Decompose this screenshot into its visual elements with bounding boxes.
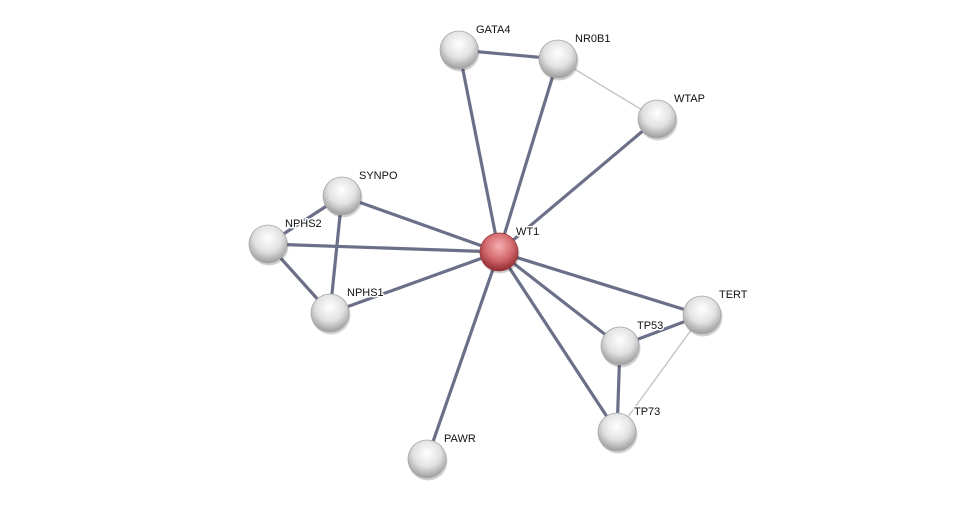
node-wtap[interactable]: WTAP xyxy=(637,92,706,141)
edge-synpo-wt1[interactable] xyxy=(341,194,500,254)
node-label: NR0B1 xyxy=(575,33,610,45)
node-tp53[interactable]: TP53 xyxy=(600,319,665,368)
node-bubble[interactable] xyxy=(479,232,519,272)
edge-tert-wt1[interactable] xyxy=(498,250,703,317)
node-gata4[interactable]: GATA4 xyxy=(439,23,512,72)
node-label: TP73 xyxy=(634,406,660,418)
node-bubble[interactable] xyxy=(600,326,640,366)
edge-nr0b1-wt1[interactable] xyxy=(497,58,560,253)
edge-tp73-tert[interactable] xyxy=(616,314,703,433)
edge-tp73-wt1[interactable] xyxy=(497,251,619,433)
node-label: TP53 xyxy=(637,320,663,332)
node-bubble[interactable] xyxy=(407,439,447,479)
node-bubble[interactable] xyxy=(682,295,722,335)
node-label: NPHS2 xyxy=(285,218,322,230)
node-tp73[interactable]: TP73 xyxy=(597,405,662,454)
node-label: WTAP xyxy=(674,93,705,105)
node-label: PAWR xyxy=(444,433,476,445)
node-bubble[interactable] xyxy=(248,224,288,264)
edge-wtap-wt1[interactable] xyxy=(497,117,659,254)
node-synpo[interactable]: SYNPO xyxy=(322,169,399,218)
node-bubble[interactable] xyxy=(637,99,677,139)
node-pawr[interactable]: PAWR xyxy=(407,432,477,481)
edge-synpo-nphs1[interactable] xyxy=(328,195,344,314)
node-tert[interactable]: TERT xyxy=(682,288,749,337)
node-nr0b1[interactable]: NR0B1 xyxy=(538,32,612,81)
node-bubble[interactable] xyxy=(322,176,362,216)
node-wt1[interactable]: WT1 xyxy=(479,225,541,274)
node-label: TERT xyxy=(719,289,748,301)
node-label: WT1 xyxy=(516,226,539,238)
node-bubble[interactable] xyxy=(538,39,578,79)
node-label: NPHS1 xyxy=(347,287,384,299)
node-bubble[interactable] xyxy=(439,30,479,70)
node-nphs2[interactable]: NPHS2 xyxy=(248,217,323,266)
node-nphs1[interactable]: NPHS1 xyxy=(310,286,385,335)
edge-pawr-wt1[interactable] xyxy=(425,251,501,460)
edge-nphs1-wt1[interactable] xyxy=(329,250,500,315)
edge-nphs2-wt1[interactable] xyxy=(267,242,500,254)
node-bubble[interactable] xyxy=(597,412,637,452)
edge-tp53-wt1[interactable] xyxy=(498,250,621,348)
node-label: GATA4 xyxy=(476,24,510,36)
node-bubble[interactable] xyxy=(310,293,350,333)
node-label: SYNPO xyxy=(359,170,398,182)
edge-gata4-wt1[interactable] xyxy=(457,49,501,253)
